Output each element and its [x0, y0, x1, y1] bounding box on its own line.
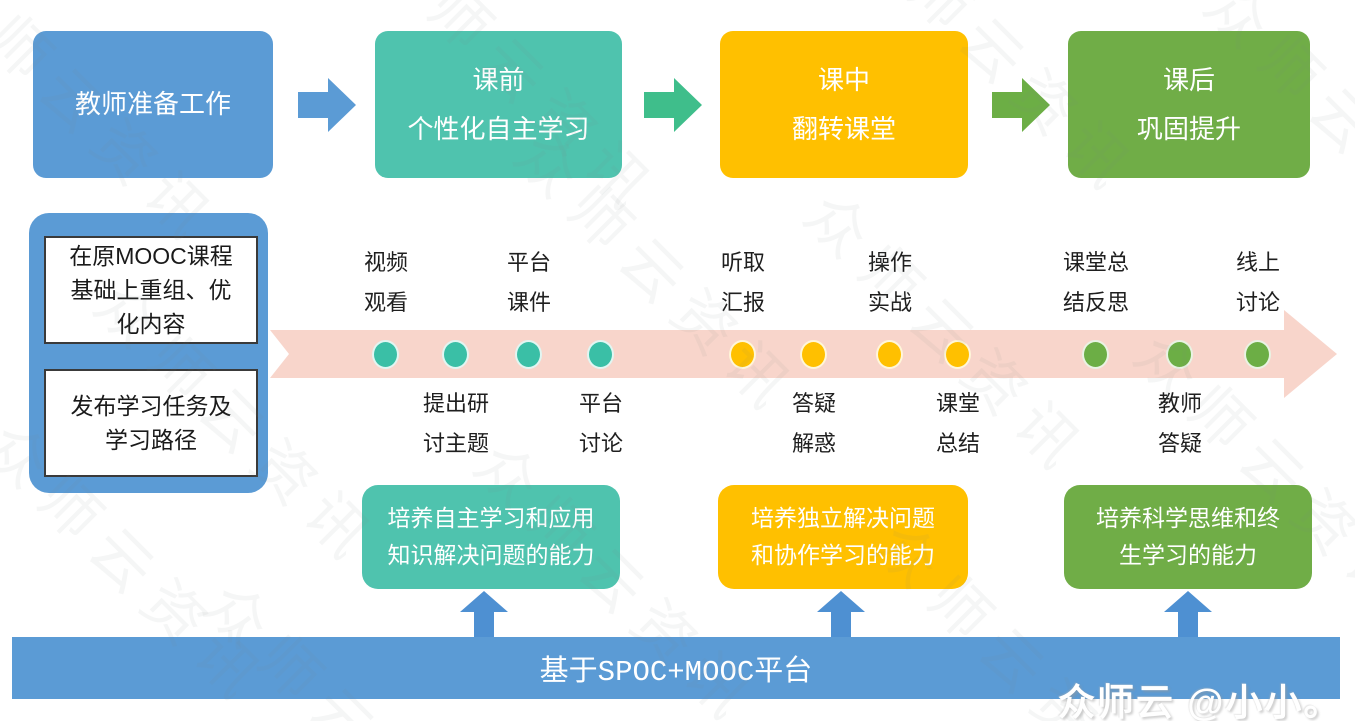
activity-platform-discussion: 平台 讨论	[578, 391, 623, 456]
outcome-scientific-thinking: 培养科学思维和终 生学习的能力	[1064, 485, 1312, 589]
milestone-dot-yellow	[944, 340, 971, 369]
milestone-dot-green	[1244, 340, 1271, 369]
right-arrow-icon	[992, 75, 1050, 135]
milestone-dot-green	[1082, 340, 1109, 369]
stage-after-class: 课后 巩固提升	[1068, 31, 1310, 178]
up-arrow-icon	[460, 591, 508, 638]
activity-class-summary-reflection: 课堂总 结反思	[1062, 250, 1129, 315]
prep-task-reorganize: 在原MOOC课程 基础上重组、优 化内容	[44, 236, 258, 344]
activity-hands-on-practice: 操作 实战	[867, 250, 912, 315]
right-arrow-icon	[644, 75, 702, 135]
credit-watermark: 众师云 @小小。	[1058, 682, 1343, 721]
activity-platform-courseware: 平台 课件	[506, 250, 551, 315]
stage-label: 课中 翻转课堂	[791, 64, 896, 144]
activity-answer-questions: 答疑 解惑	[791, 391, 836, 456]
timeline-arrowhead-icon	[1284, 310, 1337, 398]
activity-class-summary: 课堂 总结	[935, 391, 980, 456]
outcome-text: 培养独立解决问题 和协作学习的能力	[751, 505, 935, 568]
stage-teacher-prep: 教师准备工作	[33, 31, 273, 178]
prep-task-text: 在原MOOC课程 基础上重组、优 化内容	[69, 243, 233, 337]
prep-task-text: 发布学习任务及 学习路径	[70, 393, 232, 453]
stage-pre-class: 课前 个性化自主学习	[375, 31, 622, 178]
activity-online-discussion: 线上 讨论	[1235, 250, 1280, 315]
milestone-dot-green	[1166, 340, 1193, 369]
right-arrow-icon	[298, 75, 356, 135]
platform-bar-label: 基于SPOC+MOOC平台	[539, 656, 813, 689]
up-arrow-icon	[817, 591, 865, 638]
activity-propose-seminar-topics: 提出研 讨主题	[422, 391, 489, 456]
milestone-dot-yellow	[876, 340, 903, 369]
activity-listen-reports: 听取 汇报	[720, 250, 765, 315]
milestone-dot-yellow	[729, 340, 756, 369]
outcome-text: 培养自主学习和应用 知识解决问题的能力	[387, 505, 595, 568]
milestone-dot-teal	[515, 340, 542, 369]
platform-bar: 基于SPOC+MOOC平台	[12, 637, 1340, 699]
outcome-self-learning: 培养自主学习和应用 知识解决问题的能力	[362, 485, 620, 589]
stage-label: 课后 巩固提升	[1136, 64, 1241, 144]
outcome-text: 培养科学思维和终 生学习的能力	[1096, 505, 1280, 568]
milestone-dot-yellow	[800, 340, 827, 369]
prep-task-publish: 发布学习任务及 学习路径	[44, 369, 258, 477]
milestone-dot-teal	[372, 340, 399, 369]
activity-video-watching: 视频 观看	[363, 250, 408, 315]
stage-in-class: 课中 翻转课堂	[720, 31, 968, 178]
activity-teacher-qa: 教师 答疑	[1157, 391, 1202, 456]
timeline-band	[270, 330, 1284, 378]
milestone-dot-teal	[587, 340, 614, 369]
stage-label: 课前 个性化自主学习	[407, 64, 590, 144]
up-arrow-icon	[1164, 591, 1212, 638]
stage-label: 教师准备工作	[74, 89, 231, 119]
outcome-problem-solving: 培养独立解决问题 和协作学习的能力	[718, 485, 968, 589]
milestone-dot-teal	[442, 340, 469, 369]
